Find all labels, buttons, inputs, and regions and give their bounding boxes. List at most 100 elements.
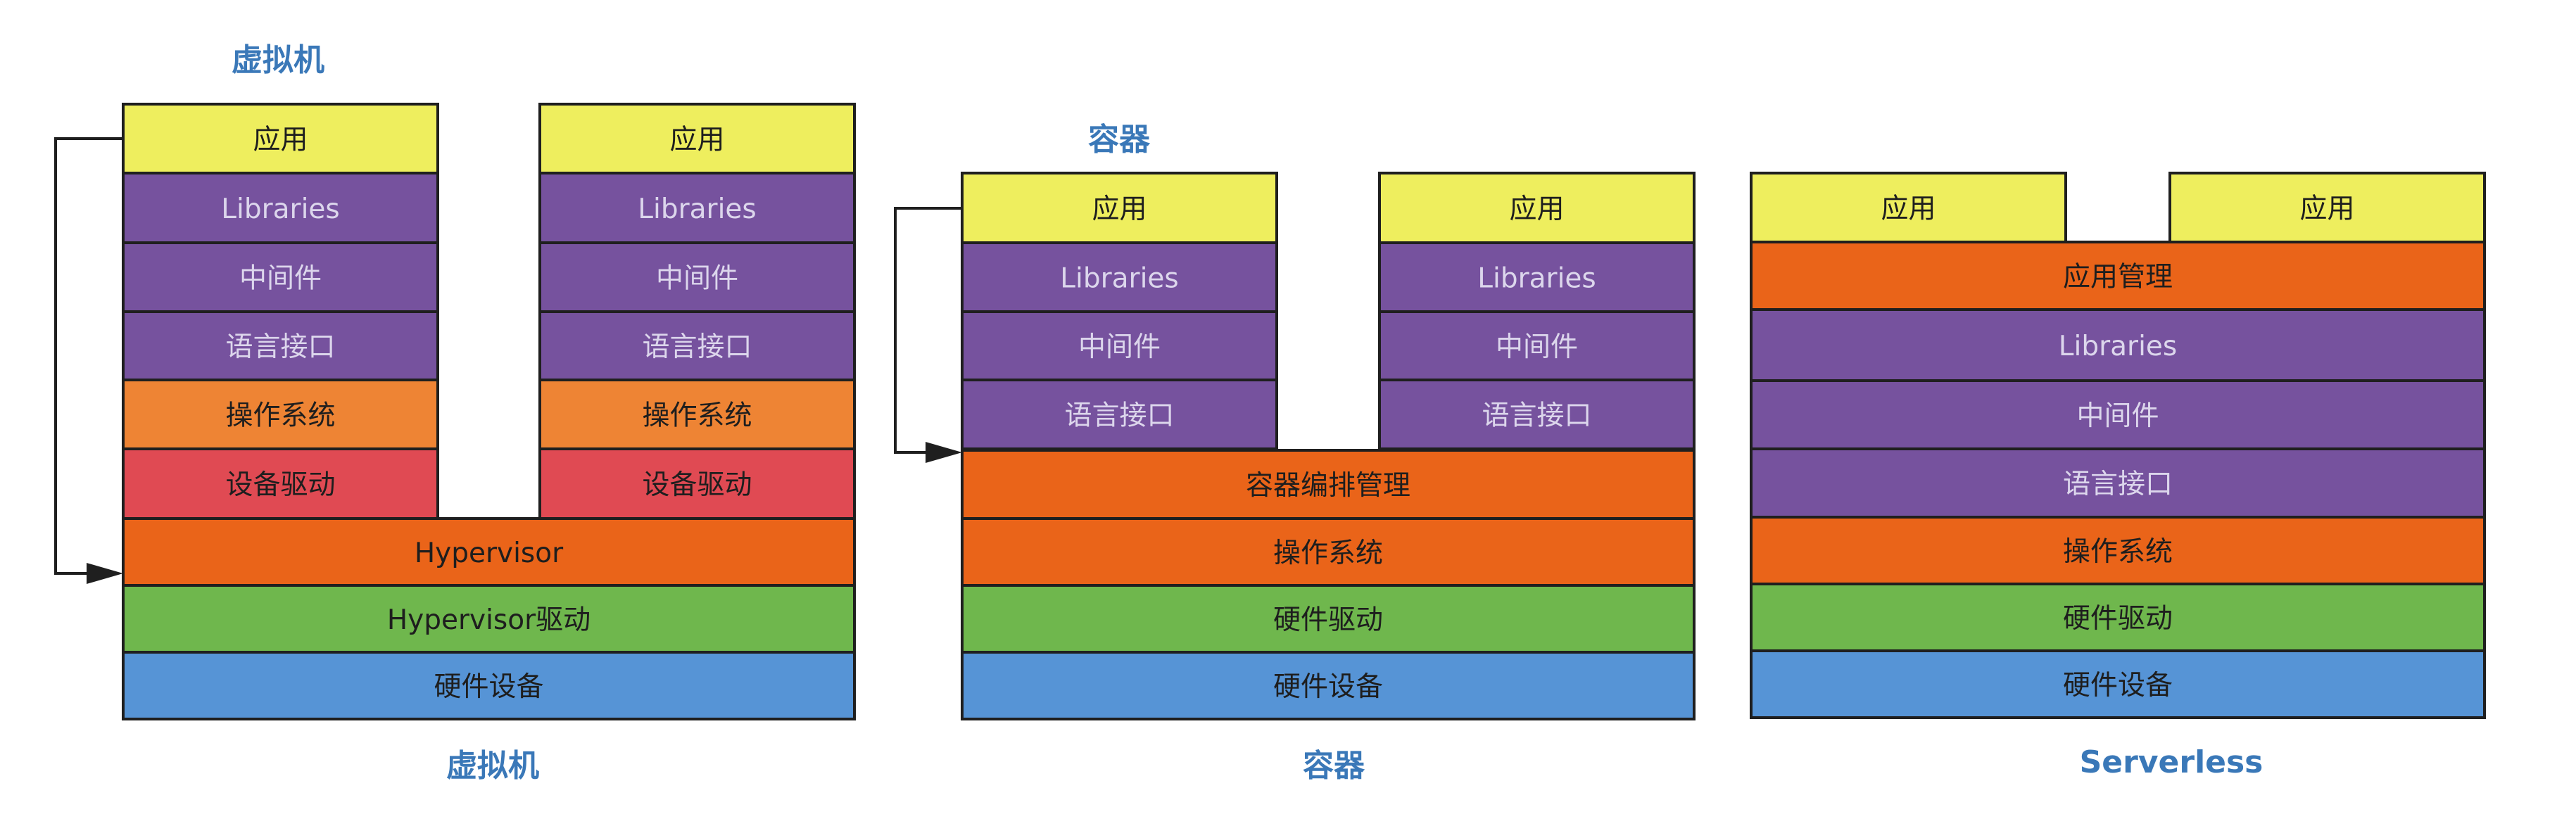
container-app-left: 应用 (961, 172, 1278, 244)
vm-os-right-box (538, 379, 856, 450)
container-language-right: 语言接口 (1378, 379, 1696, 450)
serverless-libraries: Libraries (1750, 308, 2486, 382)
container-bottom-caption: 容器 (1303, 748, 1365, 784)
serverless-hardware-label: 硬件设备 (2063, 670, 2173, 701)
vm-middleware-right-label: 中间件 (656, 263, 738, 295)
vm-middleware-left-label: 中间件 (239, 263, 322, 295)
vm-os-right: 操作系统 (538, 379, 856, 450)
vm-hypervisor-driver: Hypervisor驱动 (122, 584, 856, 654)
container-hardware: 硬件设备 (961, 651, 1696, 720)
vm-arrow (54, 137, 123, 584)
container-libraries-left-box (961, 241, 1278, 313)
vm-app-left-label: 应用 (253, 125, 308, 156)
vm-device_driver-right-box (538, 447, 856, 520)
container-libraries-right-label: Libraries (1477, 263, 1596, 295)
vm-top-caption: 虚拟机 (232, 42, 324, 78)
vm-libraries-right-box (538, 172, 856, 244)
container-libraries-left: Libraries (961, 241, 1278, 313)
vm-device_driver-right-label: 设备驱动 (642, 469, 752, 501)
vm-language-right: 语言接口 (538, 310, 856, 381)
container-libraries-right: Libraries (1378, 241, 1696, 313)
container-hardware-label: 硬件设备 (1273, 671, 1383, 703)
vm-hypervisor: Hypervisor (122, 517, 856, 587)
serverless-app-left-box (1750, 172, 2067, 243)
vm-hardware-label: 硬件设备 (434, 671, 543, 703)
serverless-os: 操作系统 (1750, 516, 2486, 585)
serverless-hardware-box (1750, 649, 2486, 719)
vm-libraries-right: Libraries (538, 172, 856, 244)
serverless-app-management: 应用管理 (1750, 241, 2486, 311)
vm-bottom-caption: 虚拟机 (446, 748, 539, 784)
container-middleware-right-label: 中间件 (1496, 331, 1578, 363)
serverless-hardware-driver: 硬件驱动 (1750, 583, 2486, 652)
container-language-right-label: 语言接口 (1482, 400, 1591, 432)
container-hardware-driver-box (961, 584, 1696, 654)
container-orchestration: 容器编排管理 (961, 449, 1696, 520)
container-orchestration-box (961, 449, 1696, 520)
serverless-bottom-caption: Serverless (2080, 744, 2264, 780)
vm-middleware-right-box (538, 241, 856, 313)
vm-language-right-box (538, 310, 856, 381)
serverless-libraries-box (1750, 308, 2486, 382)
container-middleware-right-box (1378, 310, 1696, 381)
container-language-left-box (961, 379, 1278, 450)
vm-os-right-label: 操作系统 (642, 400, 752, 432)
container-language-right-box (1378, 379, 1696, 450)
serverless-hardware-driver-label: 硬件驱动 (2063, 603, 2173, 635)
vm-libraries-left: Libraries (122, 172, 439, 244)
vm-arrow-head (87, 563, 123, 584)
vm-middleware-right: 中间件 (538, 241, 856, 313)
container-libraries-left-label: Libraries (1060, 263, 1178, 295)
serverless-app-management-box (1750, 241, 2486, 311)
container-language-left: 语言接口 (961, 379, 1278, 450)
vm-language-left: 语言接口 (122, 310, 439, 381)
container-arrow-head (926, 442, 962, 463)
serverless-app-management-label: 应用管理 (2063, 262, 2173, 293)
container-orchestration-label: 容器编排管理 (1246, 470, 1410, 502)
vm-os-left: 操作系统 (122, 379, 439, 450)
vm-middleware-left: 中间件 (122, 241, 439, 313)
vm-hypervisor-driver-label: Hypervisor驱动 (387, 604, 591, 636)
vm-app-right-label: 应用 (669, 125, 724, 156)
container-middleware-left-box (961, 310, 1278, 381)
container-libraries-right-box (1378, 241, 1696, 313)
container-hardware-driver: 硬件驱动 (961, 584, 1696, 654)
vm-hardware: 硬件设备 (122, 651, 856, 720)
container-os: 操作系统 (961, 517, 1696, 587)
vm-device_driver-left-box (122, 447, 439, 520)
container-app-right-label: 应用 (1509, 193, 1564, 225)
serverless-language-box (1750, 447, 2486, 519)
vm-app-right: 应用 (538, 103, 856, 174)
vm-os-left-label: 操作系统 (225, 400, 335, 432)
container-app-right-box (1378, 172, 1696, 244)
vm-language-left-label: 语言接口 (225, 331, 335, 363)
vm-arrow-line (54, 137, 123, 575)
serverless-app-left-label: 应用 (1881, 193, 1936, 225)
container-middleware-left-label: 中间件 (1078, 331, 1161, 363)
container-app-left-label: 应用 (1092, 193, 1147, 225)
vm-hypervisor-label: Hypervisor (415, 538, 564, 569)
serverless-hardware: 硬件设备 (1750, 649, 2486, 719)
container-os-label: 操作系统 (1273, 538, 1383, 569)
serverless-language: 语言接口 (1750, 447, 2486, 519)
container-hardware-box (961, 651, 1696, 720)
vm-libraries-left-label: Libraries (221, 193, 339, 225)
serverless-app-left: 应用 (1750, 172, 2067, 243)
container-top-caption: 容器 (1088, 122, 1151, 158)
serverless-app-right-label: 应用 (2299, 193, 2354, 225)
vm-hardware-box (122, 651, 856, 720)
serverless-middleware: 中间件 (1750, 379, 2486, 450)
vm-device_driver-left-label: 设备驱动 (225, 469, 335, 501)
vm-app-left: 应用 (122, 103, 439, 174)
serverless-libraries-label: Libraries (2059, 331, 2177, 362)
container-app-right: 应用 (1378, 172, 1696, 244)
vm-libraries-right-label: Libraries (638, 193, 756, 225)
container-arrow (894, 207, 962, 463)
vm-device_driver-right: 设备驱动 (538, 447, 856, 520)
container-middleware-right: 中间件 (1378, 310, 1696, 381)
serverless-app-right-box (2168, 172, 2486, 243)
vm-app-right-box (538, 103, 856, 174)
serverless-language-label: 语言接口 (2063, 469, 2173, 500)
serverless-os-label: 操作系统 (2063, 536, 2173, 568)
